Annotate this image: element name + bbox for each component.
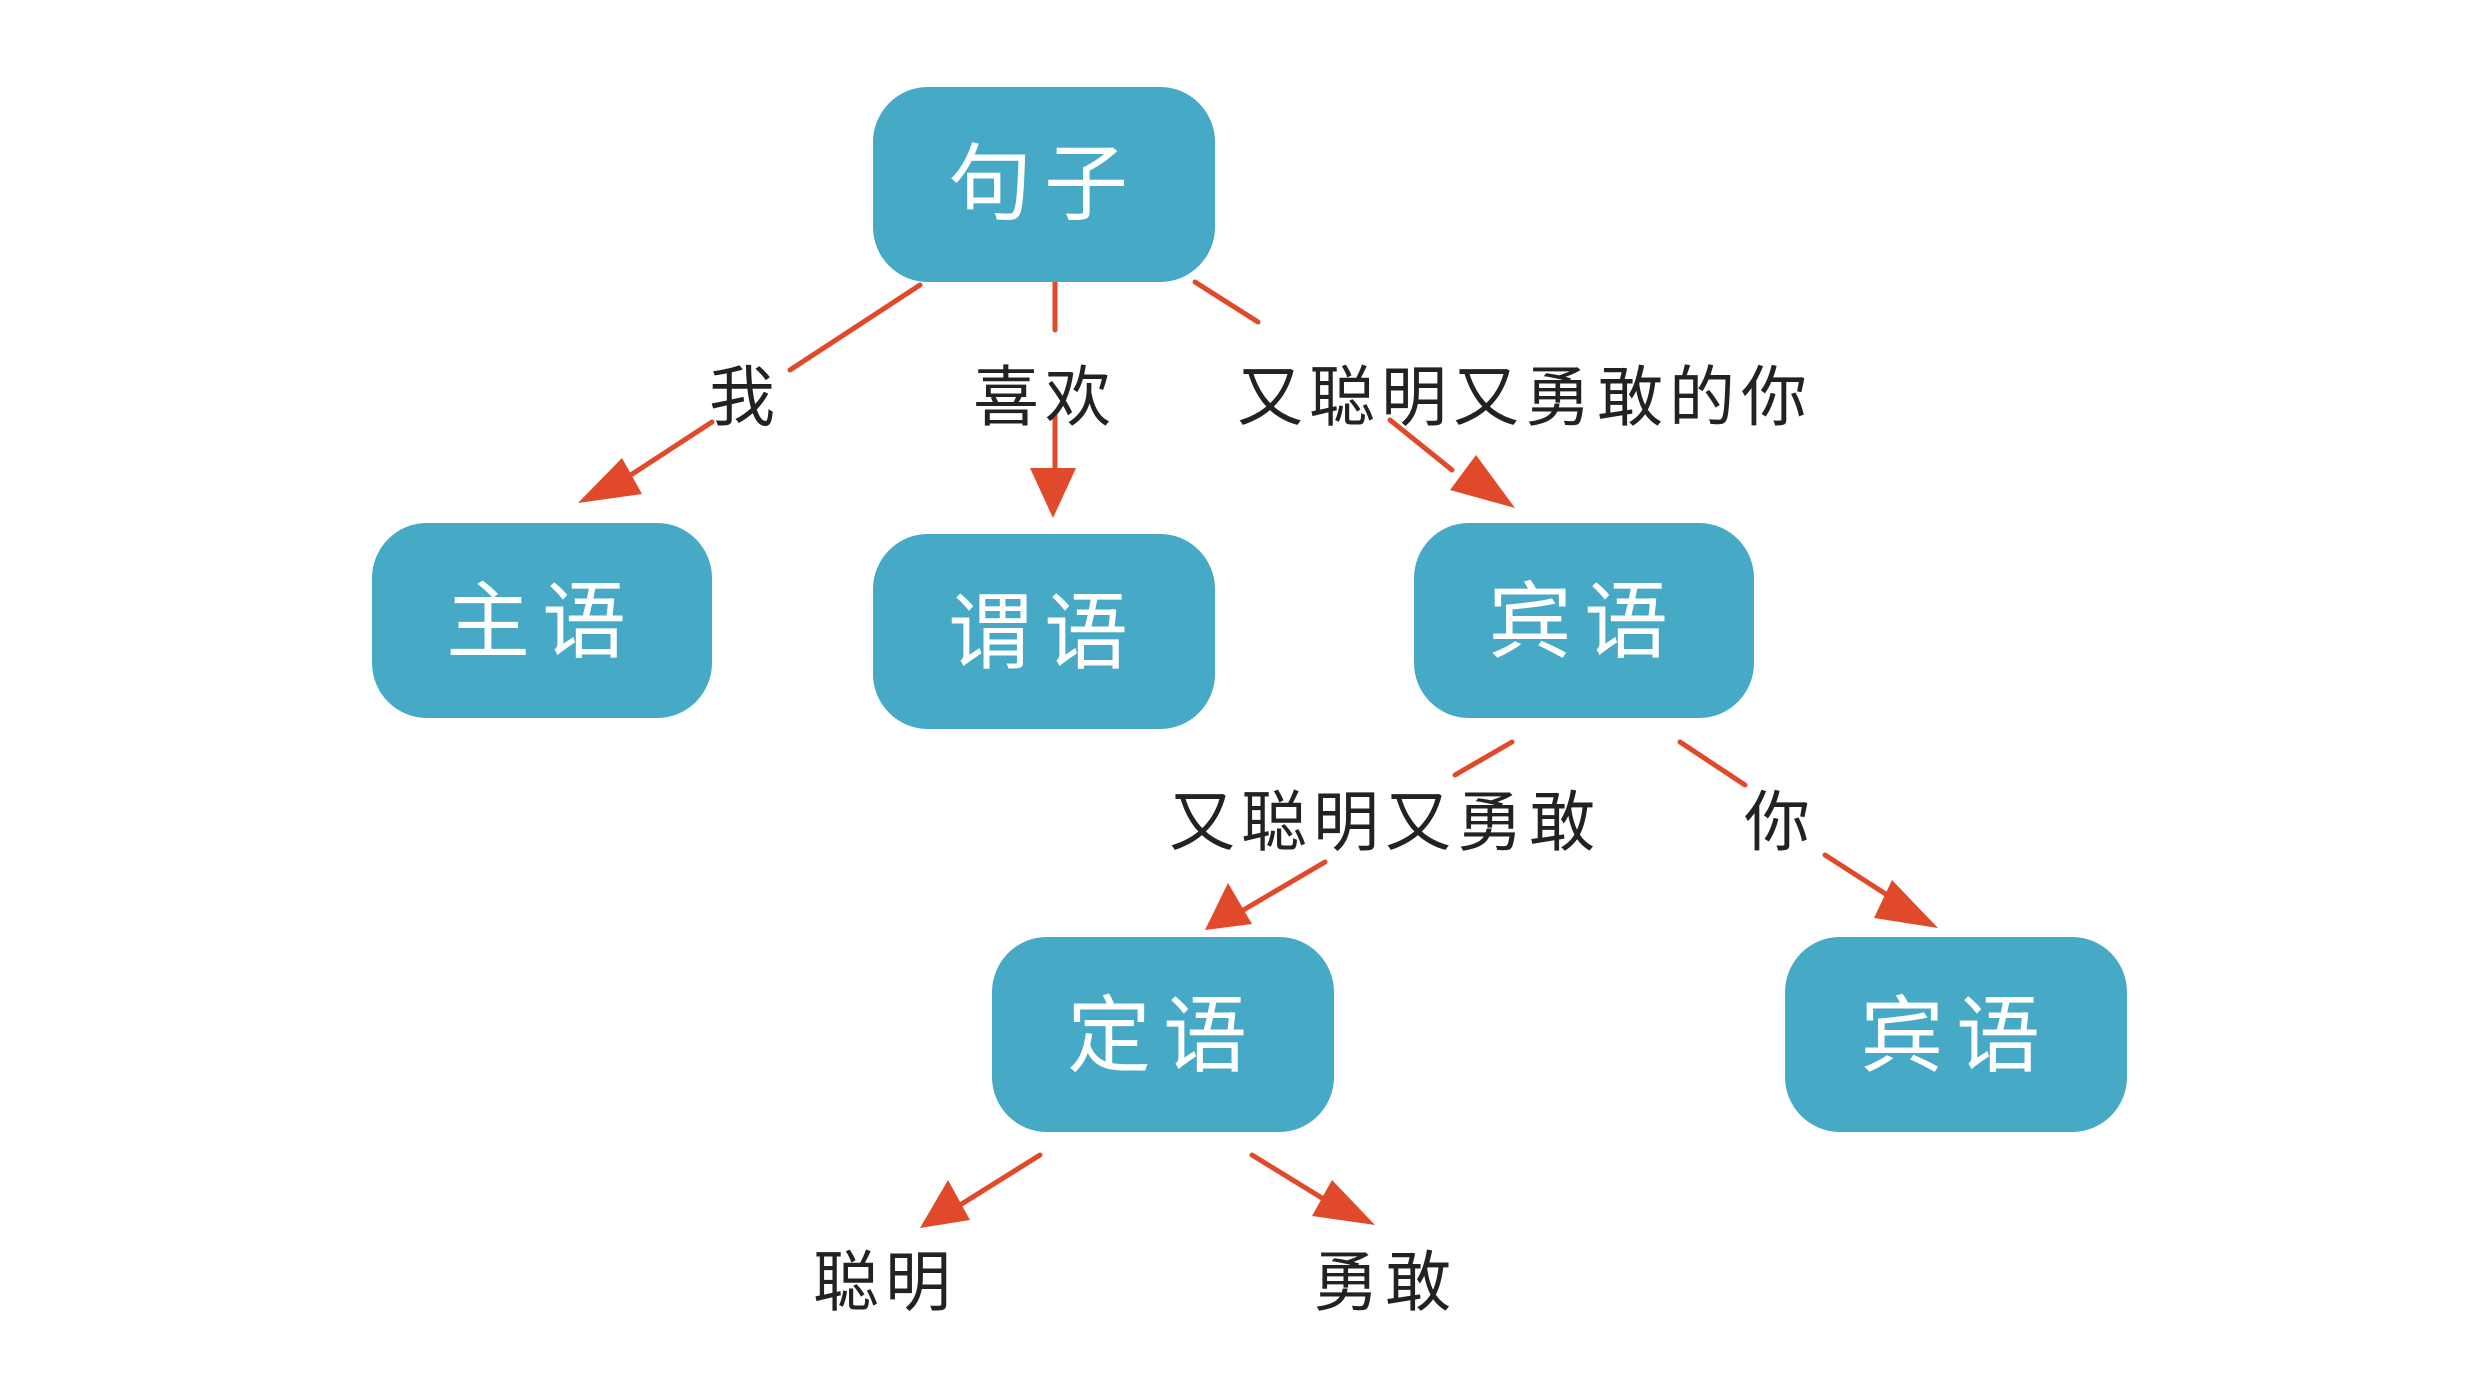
node-object-head: 宾语	[1785, 937, 2127, 1132]
edge-label-attributive: 又聪明又勇敢	[1169, 784, 1601, 861]
node-predicate: 谓语	[873, 534, 1215, 729]
edge-sentence-to-subject	[578, 282, 923, 503]
node-sentence-label: 句子	[948, 135, 1140, 233]
node-subject: 主语	[372, 523, 712, 718]
arrow-head-icon	[1030, 468, 1076, 518]
node-object-label: 宾语	[1488, 573, 1680, 671]
arrow-head-icon	[1450, 455, 1515, 508]
edge-label-object: 又聪明又勇敢的你	[1237, 359, 1813, 436]
edge-label-predicate: 喜欢	[973, 359, 1117, 436]
node-sentence: 句子	[873, 87, 1215, 282]
arrow-head-icon	[578, 458, 642, 503]
node-object: 宾语	[1414, 523, 1754, 718]
edge-sentence-to-object	[1192, 279, 1515, 508]
node-predicate-label: 谓语	[948, 584, 1140, 682]
edge-attributive-to-leaf-smart	[920, 1152, 1043, 1228]
leaf-label-smart: 聪明	[813, 1244, 957, 1321]
edge-attributive-to-leaf-brave	[1249, 1152, 1375, 1225]
node-object-head-label: 宾语	[1860, 987, 2052, 1085]
edge-sentence-to-predicate	[1030, 277, 1076, 518]
arrow-head-icon	[1312, 1180, 1375, 1225]
leaf-label-brave: 勇敢	[1313, 1244, 1457, 1321]
arrow-head-icon	[920, 1180, 970, 1228]
edge-label-subject: 我	[709, 359, 781, 436]
node-attributive: 定语	[992, 937, 1334, 1132]
node-subject-label: 主语	[446, 573, 638, 671]
arrow-head-icon	[1205, 883, 1252, 930]
arrow-head-icon	[1874, 880, 1938, 928]
node-attributive-label: 定语	[1067, 987, 1259, 1085]
edge-label-object-head: 你	[1744, 784, 1816, 861]
edge-object-to-attributive	[1205, 739, 1515, 930]
edge-object-to-object-head	[1677, 739, 1938, 928]
